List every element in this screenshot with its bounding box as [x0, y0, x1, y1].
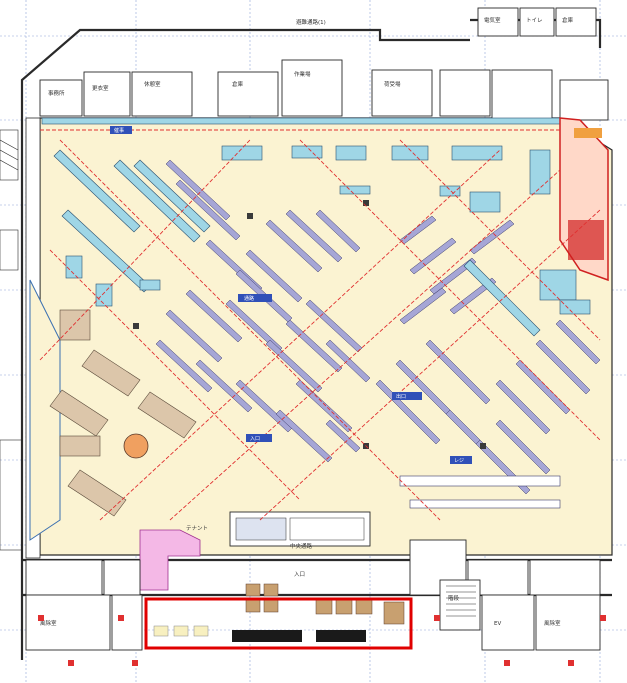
tenant-zone: テナント: [139, 525, 208, 591]
aisle-tag-3: レジ: [454, 458, 464, 464]
tenant-label: テナント: [186, 525, 208, 532]
bottom-rooms: [25, 539, 601, 651]
gondola-shelves: [155, 159, 601, 495]
room-c-label: 休憩室: [144, 80, 161, 88]
room-b-label: 更衣室: [92, 84, 109, 92]
top-right-room1-label: 電気室: [484, 16, 501, 24]
right-service-area: [559, 117, 609, 282]
evacuation-routes: [39, 129, 601, 521]
aisle-tag-5: 入口: [250, 436, 260, 442]
bottom-mid-label: 入口: [294, 571, 305, 578]
top-right-room2-label: トイレ: [526, 18, 543, 24]
left-angled-wall: [29, 279, 61, 541]
aisle-tag-2: 通路: [244, 295, 254, 302]
exit-markers: [38, 615, 606, 666]
highlight-box: [144, 597, 413, 650]
bottom-left-room-label: 風除室: [40, 619, 57, 627]
checkout-area: [229, 475, 561, 547]
room-d-label: 倉庫: [232, 80, 244, 88]
top-right-room3-label: 倉庫: [562, 16, 574, 24]
center-label: 中央通路: [290, 542, 313, 550]
left-exterior: [0, 129, 23, 551]
aisle-tag-1: 催事: [114, 127, 124, 134]
lobby-tables: [245, 583, 405, 625]
left-shelving: [53, 149, 211, 307]
right-shelving: [439, 185, 591, 337]
room-e-label: 作業場: [294, 70, 311, 78]
back-room-labels: 事務所 更衣室 休憩室 倉庫 作業場 荷受場 避難通路(1) 電気室 トイレ 倉…: [48, 16, 574, 97]
room-a-label: 事務所: [48, 89, 65, 97]
aisle-tags: 催事 通路 レジ 出口 入口: [110, 126, 472, 464]
top-wall-shelves: [41, 117, 563, 213]
produce-tables: [49, 309, 197, 517]
bottom-right-room3-label: EV: [494, 621, 501, 627]
bottom-right-room1-label: 風除室: [544, 619, 561, 627]
room-f-label: 荷受場: [384, 80, 401, 88]
back-rooms: [39, 7, 609, 121]
top-corridor-label: 避難通路(1): [296, 18, 326, 26]
round-display: [123, 433, 149, 459]
stairs: [446, 585, 476, 617]
aisle-tag-4: 出口: [396, 393, 406, 400]
